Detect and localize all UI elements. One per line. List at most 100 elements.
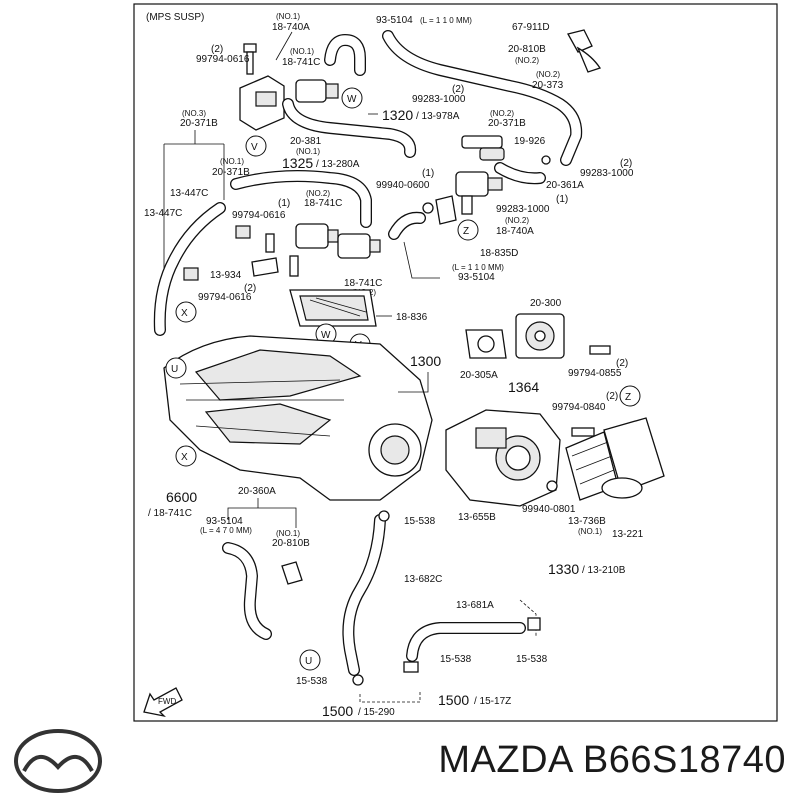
tag-x: X [181, 452, 188, 463]
part-label-20-300: 20-300 [530, 298, 562, 309]
qty-label: (2) [620, 158, 632, 169]
fwd-arrow-icon: FWD [143, 687, 183, 718]
tag-v: V [251, 142, 258, 153]
part-label-13-934: 13-934 [210, 270, 242, 281]
part-label-20-361a: 20-361A [546, 180, 584, 191]
part-label-99283-1000: 99283-1000 [580, 168, 634, 179]
ref-1364: 1364 [508, 379, 539, 395]
part-label-15-538: 15-538 [404, 516, 436, 527]
bolt-99794-lower [289, 255, 299, 277]
note-label: (NO.2) [536, 70, 560, 79]
part-label-13-655b: 13-655B [458, 512, 496, 523]
length-label: (L = 4 7 0 MM) [200, 526, 252, 535]
part-label-15-538: 15-538 [516, 654, 548, 665]
bolt-top-left [243, 43, 257, 75]
ref-1320: 1320 [382, 107, 413, 123]
tag-circle-u-lower [299, 649, 321, 671]
clamp-99283 [541, 155, 551, 165]
solenoid-valve-18-740a [455, 171, 503, 215]
part-label-20-371b: 20-371B [212, 167, 250, 178]
part-label-15-538: 15-538 [296, 676, 328, 687]
qty-label: (2) [452, 84, 464, 95]
part-label-99794-0840: 99794-0840 [552, 402, 606, 413]
part-label-20-810b: 20-810B [272, 538, 310, 549]
solenoid-valve-pair [295, 223, 381, 259]
ref-13-978a: / 13-978A [416, 111, 460, 122]
part-label-20-360a: 20-360A [238, 486, 276, 497]
throttle-sensor-20-300 [515, 313, 565, 359]
throttle-body-13-655b [445, 409, 561, 507]
part-label-13-447c: 13-447C [144, 208, 182, 219]
tag-circle-w [341, 87, 363, 109]
qty-label: (2) [244, 283, 256, 294]
qty-label: (2) [211, 44, 223, 55]
tag-circle-z [457, 219, 479, 241]
qty-label: (1) [556, 194, 568, 205]
ref-1500-right: 1500 [438, 692, 469, 708]
tag-circle-u [165, 357, 187, 379]
clamp-15-538-right [527, 617, 541, 631]
qty-label: (1) [278, 198, 290, 209]
gasket-18-836 [289, 289, 377, 327]
bracket-18-740a [239, 75, 285, 131]
note-label: (NO.2) [505, 216, 529, 225]
tag-z: Z [625, 392, 631, 403]
note-label: (NO.1) [276, 12, 300, 21]
footer: MAZDA B66S18740 [0, 725, 800, 800]
tag-circle-x-upper [175, 301, 197, 323]
part-label-13-682c: 13-682C [404, 574, 442, 585]
part-label-99283-1000: 99283-1000 [412, 94, 466, 105]
part-label-99794-0616: 99794-0616 [198, 292, 252, 303]
part-label-99283-1000: 99283-1000 [496, 204, 550, 215]
part-label-93-5104: 93-5104 [458, 272, 495, 283]
length-label: (L = 1 1 0 MM) [420, 16, 472, 25]
part-label-20-371b: 20-371B [488, 118, 526, 129]
solenoid-valve-top [295, 79, 339, 103]
part-label-20-371b: 20-371B [180, 118, 218, 129]
bolt-99794 [265, 233, 275, 253]
part-label-18-835d: 18-835D [480, 248, 518, 259]
nut-99940-0801 [546, 480, 558, 492]
screw-99794-0855 [589, 345, 611, 355]
part-label-19-926: 19-926 [514, 136, 546, 147]
part-label-18-740a: 18-740A [496, 226, 534, 237]
part-number-title: MAZDA B66S18740 [438, 739, 786, 781]
bracket-13-934 [251, 257, 279, 277]
gasket-20-305a [465, 329, 507, 359]
part-label-13-736b: 13-736B [568, 516, 606, 527]
tag-w: W [347, 94, 357, 105]
ref-15-290: / 15-290 [358, 707, 395, 718]
ref-6600: 6600 [166, 489, 197, 505]
mazda-logo-icon [14, 729, 102, 793]
part-label-67-911d: 67-911D [512, 22, 550, 33]
tag-u: U [171, 364, 178, 375]
part-label-18-741c: 18-741C [282, 57, 320, 68]
part-label-18-741c: 18-741C [344, 278, 382, 289]
ref-13-280a: / 13-280A [316, 159, 360, 170]
tag-circle-z-lower [619, 385, 641, 407]
part-label-18-740a: 18-740A [272, 22, 310, 33]
qty-label: (2) [606, 391, 618, 402]
part-label-93-5104: 93-5104 [376, 15, 413, 26]
part-label-20-305a: 20-305A [460, 370, 498, 381]
note-label: (NO.1) [290, 47, 314, 56]
qty-label: (1) [422, 168, 434, 179]
screw-99794-0840 [571, 427, 595, 437]
ref-1500: 1500 [322, 703, 353, 719]
tag-w: W [321, 330, 331, 341]
part-label-20-381: 20-381 [290, 136, 322, 147]
note-label: (NO.2) [490, 109, 514, 118]
part-label-15-538: 15-538 [440, 654, 472, 665]
parts-diagram: (MPS SUSP) (2) 99794-0616 (NO.1) 18-740A… [133, 3, 778, 722]
ref-1300: 1300 [410, 353, 441, 369]
clip-13-447c [183, 225, 251, 281]
clamp-15-538-upper [378, 510, 390, 522]
qty-label: (2) [616, 358, 628, 369]
part-label-99794-0616: 99794-0616 [232, 210, 286, 221]
clamp-15-538-mid [403, 661, 419, 673]
part-label-13-447c: 13-447C [170, 188, 208, 199]
part-label-99794-0616: 99794-0616 [196, 54, 250, 65]
part-label-18-836: 18-836 [396, 312, 428, 323]
air-pipe-13-221 [601, 417, 665, 499]
ref-1325: 1325 [282, 155, 313, 171]
